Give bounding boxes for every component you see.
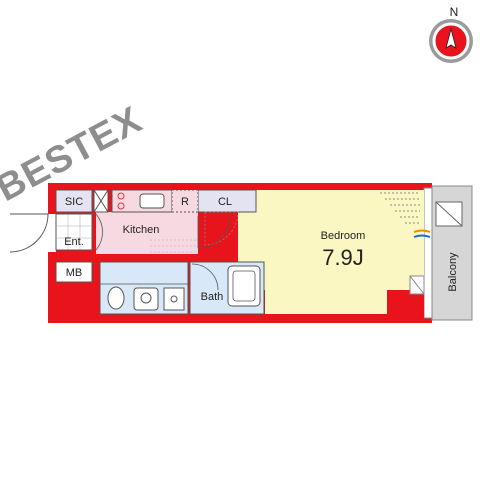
bath-label: Bath: [201, 291, 224, 303]
entrance-floor: [55, 213, 93, 251]
sink-icon: [139, 193, 165, 209]
washbasin-icon: [133, 287, 159, 311]
balcony: Balcony: [431, 185, 473, 321]
entrance-door-swing-2: [95, 213, 103, 251]
entrance-label: Ent.: [64, 236, 84, 248]
stove-burner-icon: [117, 202, 125, 210]
compass-north-label: N: [450, 5, 459, 19]
balcony-label: Balcony: [447, 252, 459, 292]
entrance-opening: [44, 214, 56, 252]
closet: CL: [197, 189, 257, 246]
air-conditioner-icon: [413, 229, 431, 238]
sic-floor: [55, 189, 93, 213]
compass-needle-icon: [445, 27, 457, 49]
bedroom-floor-lower: [265, 290, 387, 314]
bedroom-column: [387, 290, 424, 318]
bathtub-icon: [227, 265, 261, 307]
sanitary-room: [99, 261, 189, 315]
bedroom-label: Bedroom: [321, 230, 366, 242]
kitchen: R Kitchen: [96, 189, 199, 254]
bathtub-inner: [232, 270, 256, 302]
bedroom-size: 7.9J: [322, 245, 364, 270]
refrigerator-label: R: [181, 196, 189, 208]
bedroom-storage-hatch: [380, 192, 420, 224]
mb-label: MB: [66, 267, 83, 279]
bedroom-door-swing: [197, 215, 231, 249]
entrance-floor-pattern: [56, 214, 92, 250]
mb-box: [55, 261, 93, 283]
toilet-icon: [107, 286, 125, 310]
bedroom: Bedroom 7.9J: [238, 190, 431, 318]
balcony-outdoor-unit-mark: [435, 201, 463, 227]
balcony-window: [423, 187, 433, 319]
entrance: Ent.: [9, 213, 103, 253]
pillar-mark: [409, 275, 425, 295]
shoe-cabinet-mark: [93, 189, 109, 213]
mb: MB: [55, 261, 93, 283]
bath: Bath: [189, 261, 265, 315]
bath-door-swing: [191, 263, 219, 291]
stove-burner-icon: [117, 192, 125, 200]
washing-machine-drum-icon: [170, 295, 178, 303]
refrigerator-space: [171, 189, 199, 213]
washbasin-bowl-icon: [140, 292, 152, 304]
washing-machine-icon: [163, 287, 185, 311]
kitchen-label: Kitchen: [123, 224, 160, 236]
entrance-door-swing: [9, 213, 49, 253]
bedroom-floor: [238, 190, 424, 290]
sic: SIC: [55, 189, 109, 213]
kitchen-floor: [96, 212, 198, 254]
compass: N: [429, 5, 473, 63]
sic-label: SIC: [65, 196, 83, 208]
closet-label: CL: [218, 196, 232, 208]
